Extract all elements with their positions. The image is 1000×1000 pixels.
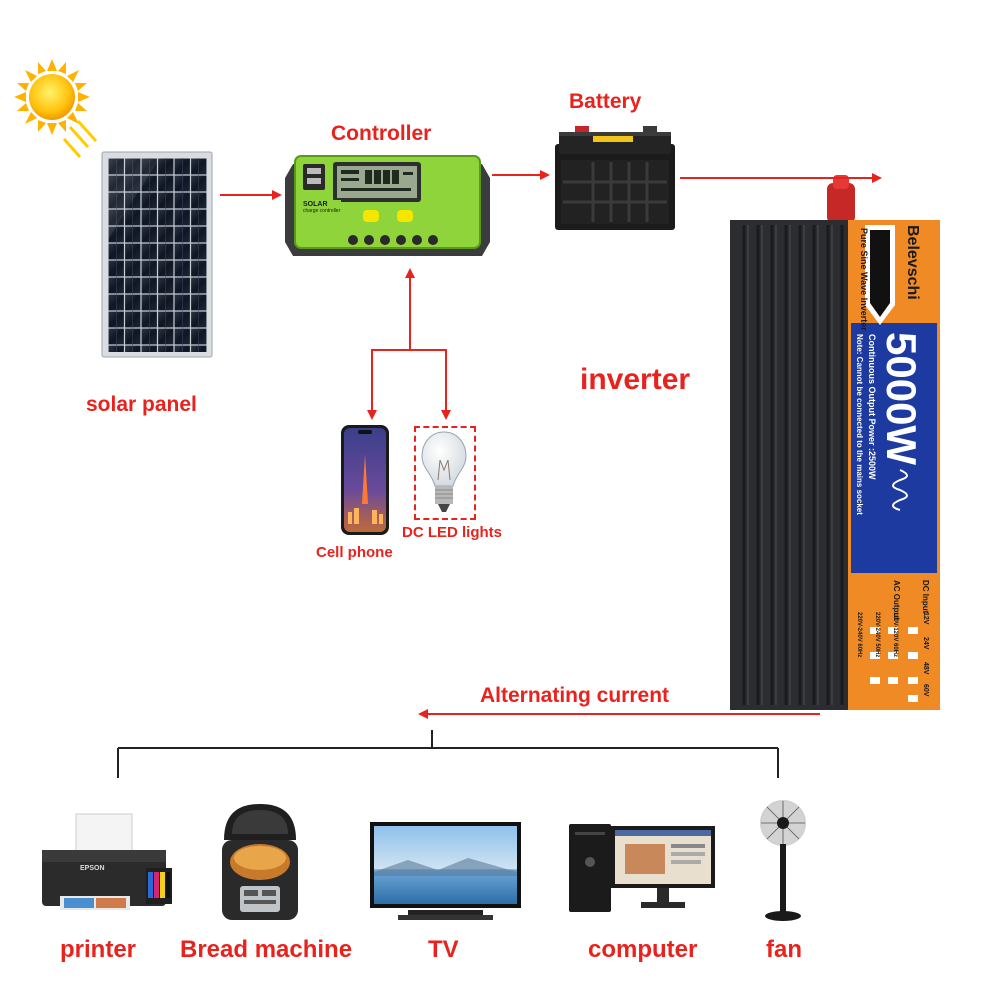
tv-icon (370, 822, 521, 920)
dc-led-light-frame (414, 426, 476, 520)
fan-icon (760, 800, 806, 921)
branch-to-loads (371, 349, 447, 415)
bread-machine-icon (222, 804, 298, 920)
appliance-label-fan: fan (766, 936, 802, 963)
sun-icon (14, 59, 98, 158)
inverter-image (730, 175, 940, 710)
computer-icon (569, 824, 715, 912)
dc-led-lights-label: DC LED lights (402, 524, 502, 541)
light-bulb-icon (421, 431, 467, 512)
controller-subtitle: charge controller (303, 208, 341, 214)
printer-brand: EPSON (80, 865, 105, 872)
cell-phone-icon (341, 425, 389, 535)
ac-distribution-bus (117, 730, 779, 778)
battery-label: Battery (569, 90, 642, 113)
appliance-label-computer: computer (588, 936, 698, 963)
inverter-label: inverter (580, 363, 691, 396)
appliance-label-bread-machine: Bread machine (180, 936, 353, 963)
charge-controller-image (285, 155, 490, 256)
alternating-current-label: Alternating current (480, 684, 670, 707)
printer-icon (42, 813, 172, 910)
solar-panel-image (101, 151, 213, 358)
appliance-label-printer: printer (60, 936, 137, 963)
cell-phone-label: Cell phone (316, 544, 393, 561)
controller-brand: SOLAR (303, 201, 328, 208)
controller-label: Controller (331, 122, 432, 145)
appliance-label-tv: TV (428, 936, 459, 963)
solar-panel-label: solar panel (86, 393, 197, 416)
battery-image (555, 126, 675, 230)
